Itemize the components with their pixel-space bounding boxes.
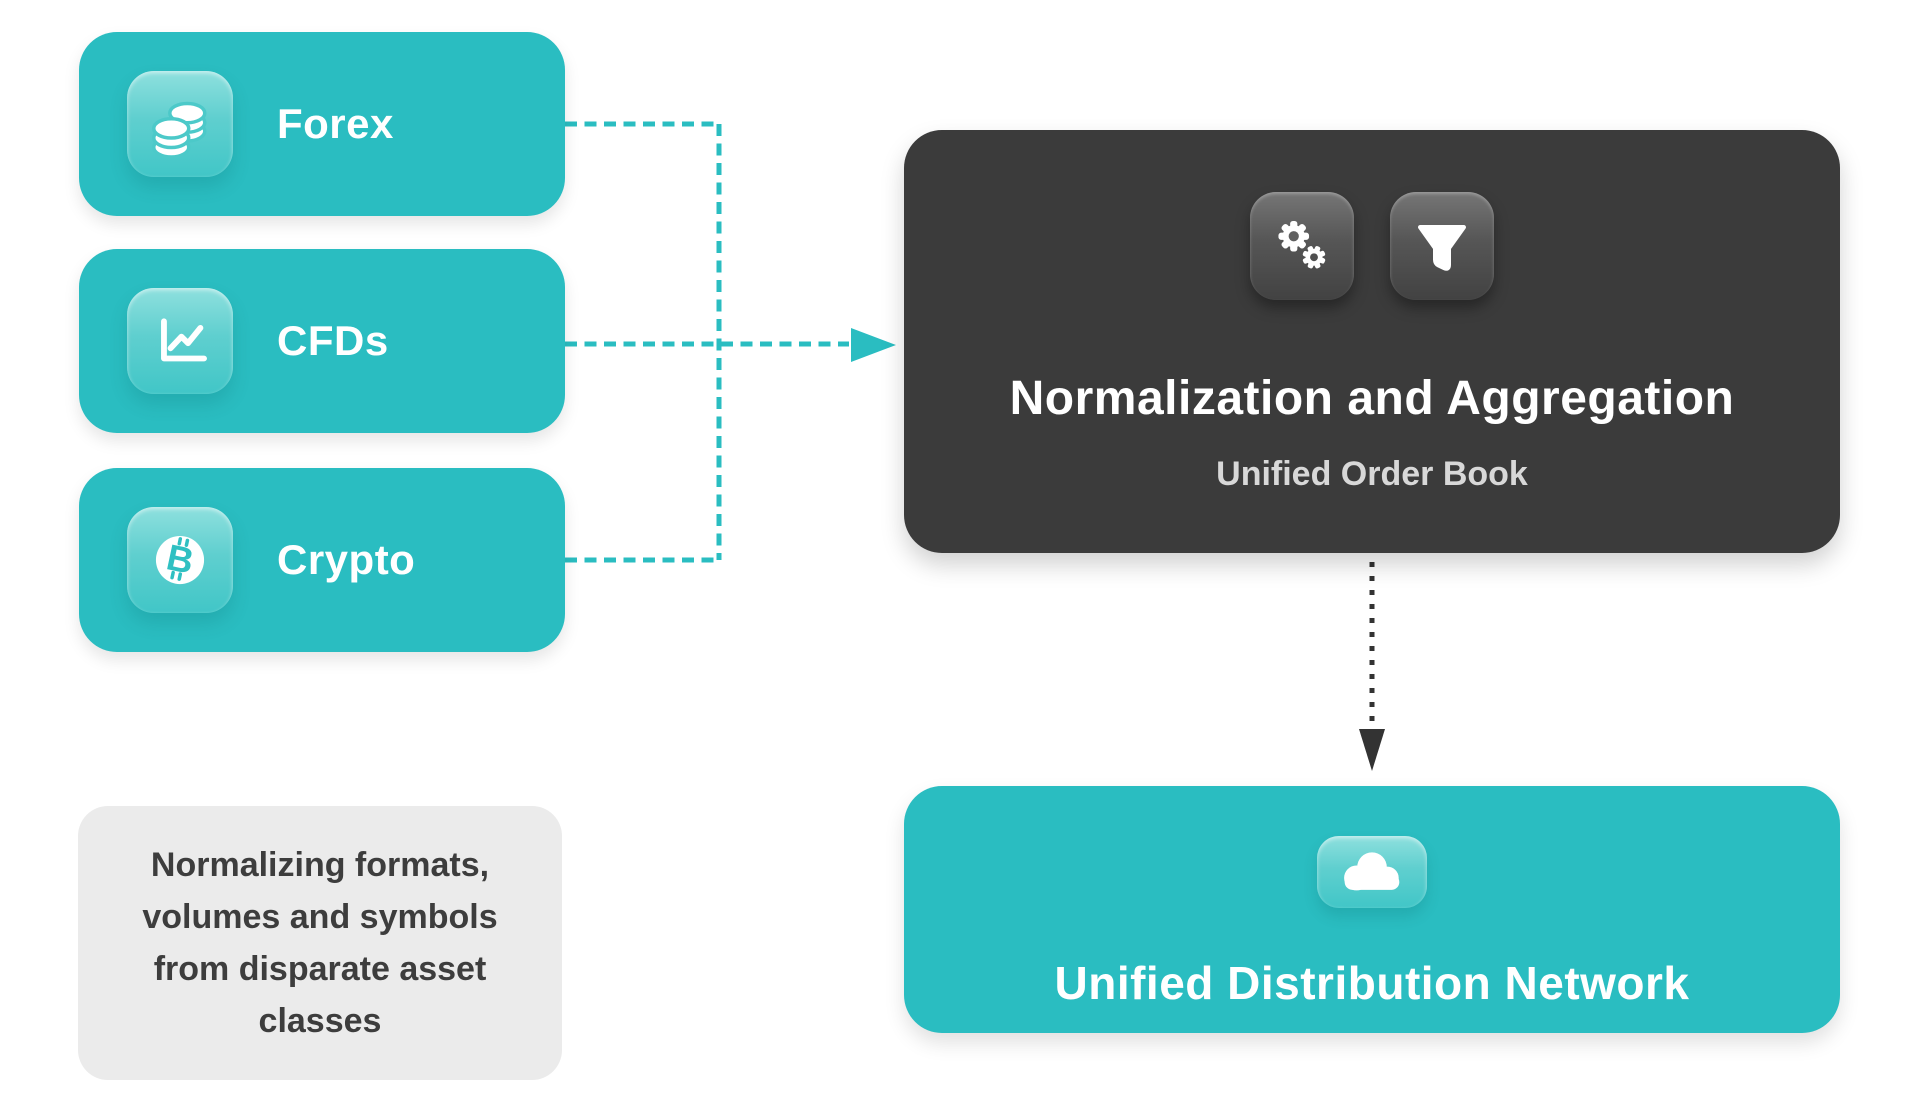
flow-down-arrowhead bbox=[1359, 729, 1385, 771]
source-label-crypto: Crypto bbox=[277, 536, 416, 583]
processor-icons bbox=[1250, 192, 1494, 300]
coins-icon bbox=[127, 71, 233, 177]
note-line: volumes and symbols bbox=[142, 898, 498, 936]
cfds-arrowhead bbox=[851, 328, 896, 362]
processor-title: Normalization and Aggregation bbox=[1009, 372, 1735, 425]
source-box-forex: Forex bbox=[79, 32, 565, 216]
gears-icon bbox=[1250, 192, 1354, 300]
output-box: Unified Distribution Network bbox=[904, 786, 1840, 1033]
note-line: Normalizing formats, bbox=[150, 846, 490, 884]
source-box-crypto: B Crypto bbox=[79, 468, 565, 652]
source-label-forex: Forex bbox=[277, 100, 394, 147]
processor-subtitle: Unified Order Book bbox=[1216, 455, 1528, 493]
chart-line-icon bbox=[127, 288, 233, 394]
processor-box: Normalization and Aggregation Unified Or… bbox=[904, 130, 1840, 553]
source-label-cfds: CFDs bbox=[277, 317, 389, 364]
note-box: Normalizing formats, volumes and symbols… bbox=[78, 806, 562, 1080]
note-line: classes bbox=[258, 1002, 382, 1040]
cloud-icon bbox=[1317, 836, 1427, 908]
note-line: from disparate asset bbox=[153, 950, 487, 988]
funnel-icon bbox=[1390, 192, 1494, 300]
bitcoin-icon: B bbox=[127, 507, 233, 613]
source-box-cfds: CFDs bbox=[79, 249, 565, 433]
output-label: Unified Distribution Network bbox=[1054, 957, 1690, 1009]
